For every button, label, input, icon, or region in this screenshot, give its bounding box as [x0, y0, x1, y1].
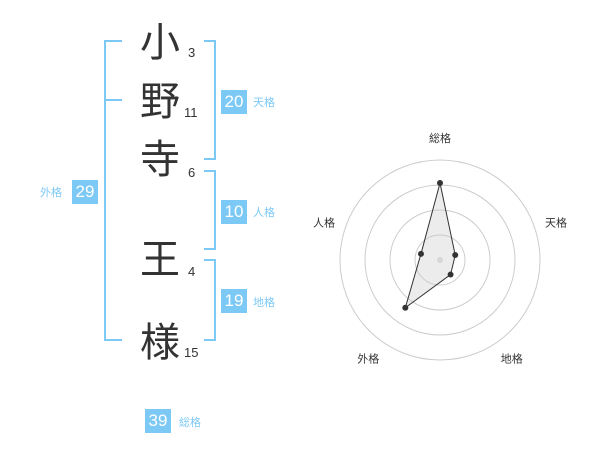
radar-point-2 — [452, 252, 459, 259]
tenkaku-bracket-top — [204, 40, 216, 42]
radar-ring-2 — [389, 209, 491, 311]
radar-series-polygon — [404, 182, 456, 310]
radar-ring-1 — [414, 234, 466, 286]
soukaku-label: 総格 — [179, 416, 201, 429]
tenkaku-value-badge: 20 — [221, 90, 247, 114]
jinkaku-bracket-vertical — [214, 170, 216, 250]
radar-point-1 — [437, 180, 443, 186]
jinkaku-label: 人格 — [253, 206, 275, 219]
stroke-count-1: 3 — [188, 45, 196, 60]
name-char-3: 寺 — [140, 137, 180, 183]
stroke-count-3: 6 — [188, 165, 196, 180]
stroke-count-4: 4 — [188, 264, 196, 279]
gaikaku-bracket-mid — [104, 99, 122, 101]
gaikaku-bracket-bottom — [104, 339, 122, 341]
stroke-count-2: 11 — [184, 105, 198, 120]
chikaku-value-badge: 19 — [221, 289, 247, 313]
name-char-1: 小 — [140, 20, 180, 66]
radar-axis-label-2: 天格 — [545, 215, 567, 229]
radar-point-5 — [417, 250, 424, 257]
gaikaku-label: 外格 — [40, 186, 62, 199]
gaikaku-bracket-top — [104, 40, 122, 42]
radar-point-4 — [402, 304, 409, 311]
jinkaku-value-badge: 10 — [221, 200, 247, 224]
tenkaku-bracket-vertical — [214, 40, 216, 160]
radar-axis-label-5: 人格 — [313, 215, 335, 229]
radar-axis-label-3: 地格 — [501, 352, 523, 366]
stroke-count-5: 15 — [184, 345, 199, 360]
radar-center — [437, 257, 443, 263]
soukaku-value-badge: 39 — [145, 409, 171, 433]
chikaku-bracket-bottom — [204, 339, 216, 341]
radar-axis-label-1: 総格 — [429, 131, 451, 145]
radar-axis-label-4: 外格 — [357, 352, 379, 366]
jinkaku-bracket-top — [204, 170, 216, 172]
name-char-4: 王 — [140, 237, 180, 283]
tenkaku-label: 天格 — [253, 96, 275, 109]
tenkaku-bracket-bottom — [204, 158, 216, 160]
name-char-2: 野 — [140, 79, 180, 125]
gaikaku-value-badge: 29 — [72, 180, 98, 204]
name-char-5: 様 — [140, 320, 180, 366]
chikaku-bracket-vertical — [214, 259, 216, 341]
gaikaku-bracket-vertical — [104, 40, 106, 341]
radar-ring-4 — [339, 159, 541, 361]
chikaku-label: 地格 — [253, 296, 275, 309]
chikaku-bracket-top — [204, 259, 216, 261]
radar-point-3 — [447, 271, 454, 278]
jinkaku-bracket-bottom — [204, 248, 216, 250]
